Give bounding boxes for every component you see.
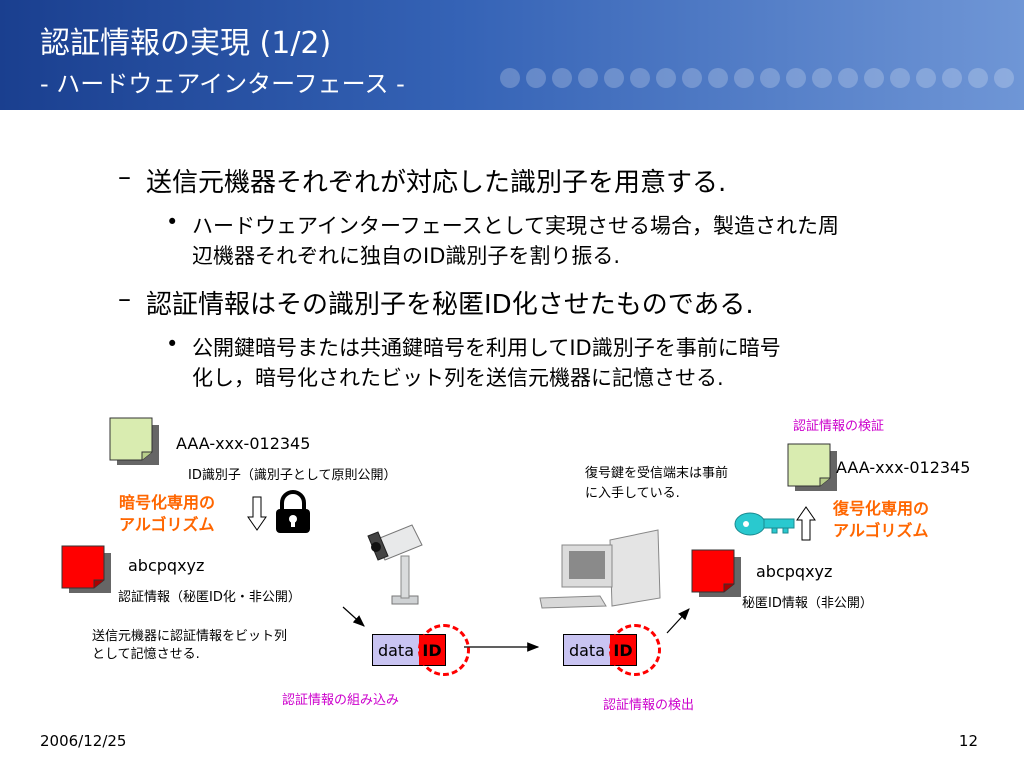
bullet-dot: • (166, 332, 179, 356)
decorative-dot (578, 68, 598, 88)
secret-value: abcpqxyz (128, 556, 205, 575)
bullet-text: 公開鍵暗号または共通鍵暗号を利用してID識別子を事前に暗号 (192, 336, 781, 360)
decorative-dot (552, 68, 572, 88)
id-value: AAA-xxx-012345 (836, 458, 971, 477)
decorative-dot (682, 68, 702, 88)
decorative-dot (656, 68, 676, 88)
bullet-text: 化し，暗号化されたビット列を送信元機器に記憶させる. (192, 366, 724, 390)
title-banner: 認証情報の実現 (1/2) - ハードウェアインターフェース - (0, 0, 1024, 110)
footer-date: 2006/12/25 (40, 732, 127, 750)
bullet-text: 辺機器それぞれに独自のID識別子を割り振る. (192, 244, 621, 268)
decorative-dot (864, 68, 884, 88)
verify-label: 認証情報の検証 (793, 419, 885, 434)
document-icon (61, 545, 111, 593)
decorative-dot (630, 68, 650, 88)
slide-subtitle: - ハードウェアインターフェース - (40, 70, 405, 98)
document-icon (109, 417, 159, 465)
document-icon (787, 443, 837, 491)
algorithm-label: 暗号化専用の アルゴリズム (119, 493, 216, 534)
decorative-dot (890, 68, 910, 88)
bullet-text: 認証情報はその識別子を秘匿ID化させたものである. (146, 290, 754, 320)
bullet-text: 送信元機器それぞれが対応した識別子を用意する. (146, 168, 727, 198)
detect-label: 認証情報の検出 (603, 698, 695, 713)
store-note: 送信元機器に認証情報をビット列 として記憶させる. (92, 629, 288, 662)
highlight-ring (609, 624, 661, 676)
highlight-ring (418, 624, 470, 676)
key-icon (734, 512, 795, 536)
decorative-dot (734, 68, 754, 88)
up-arrow-icon (796, 506, 816, 541)
bullet-dot: • (166, 210, 179, 234)
bullet-dash: – (118, 162, 131, 192)
document-icon (691, 549, 741, 597)
packet-data: data (373, 635, 419, 665)
decorative-dot (916, 68, 936, 88)
bullet-dash: – (118, 284, 131, 314)
decorative-dot (526, 68, 546, 88)
decorative-dot (968, 68, 988, 88)
decorative-dot (786, 68, 806, 88)
decorative-dot (994, 68, 1014, 88)
down-arrow-icon (247, 496, 267, 531)
secret-value: abcpqxyz (756, 562, 833, 581)
camera-icon (367, 524, 423, 605)
decorative-dot (812, 68, 832, 88)
secret-caption: 秘匿ID情報（非公開） (742, 596, 873, 611)
slide-title: 認証情報の実現 (1/2) (40, 26, 332, 61)
computer-icon (539, 529, 661, 609)
embed-label: 認証情報の組み込み (282, 693, 400, 708)
decorative-dot (604, 68, 624, 88)
decorative-dot (708, 68, 728, 88)
decorative-dot (760, 68, 780, 88)
arrow (342, 606, 365, 627)
page-number: 12 (958, 732, 978, 750)
secret-caption: 認証情報（秘匿ID化・非公開） (118, 590, 301, 605)
algorithm-label: 復号化専用の アルゴリズム (833, 499, 930, 540)
lock-icon (276, 490, 310, 533)
decorative-dot (942, 68, 962, 88)
decorative-dot (838, 68, 858, 88)
bullet-text: ハードウェアインターフェースとして実現させる場合，製造された周 (192, 214, 840, 238)
arrow (666, 608, 690, 634)
id-caption: ID識別子（識別子として原則公開） (188, 468, 397, 483)
key-note: 復号鍵を受信端末は事前 に入手している. (585, 466, 729, 501)
id-value: AAA-xxx-012345 (176, 434, 311, 453)
decorative-dot (500, 68, 520, 88)
packet-data: data (564, 635, 610, 665)
